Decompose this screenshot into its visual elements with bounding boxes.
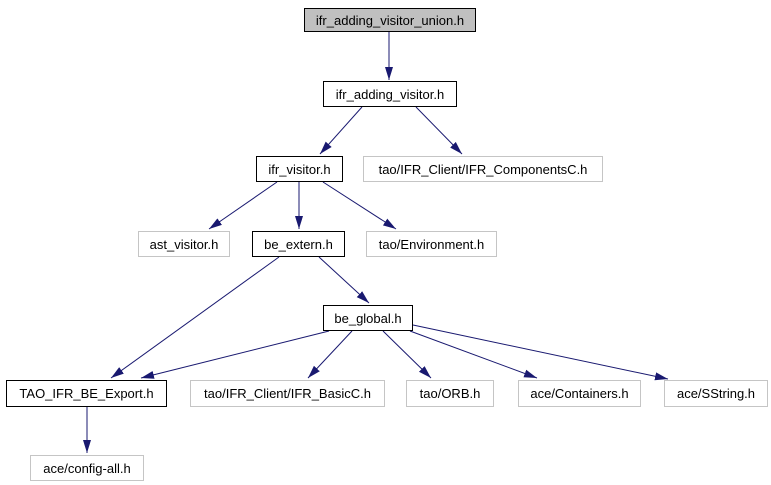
- node-label: be_global.h: [334, 310, 402, 326]
- node-label: tao/IFR_Client/IFR_ComponentsC.h: [378, 161, 588, 177]
- node-union: ifr_adding_visitor_union.h: [304, 8, 476, 32]
- node-sstring: ace/SString.h: [664, 380, 768, 407]
- edge-be_global-to-export: [140, 330, 330, 379]
- node-be_global[interactable]: be_global.h: [323, 305, 413, 331]
- edge-adding_visitor-to-components: [415, 106, 463, 155]
- node-label: ace/config-all.h: [43, 460, 131, 476]
- node-config_all: ace/config-all.h: [30, 455, 144, 481]
- edge-adding_visitor-to-ifr_visitor: [319, 106, 363, 155]
- edge-be_global-to-containers: [409, 330, 538, 379]
- node-label: be_extern.h: [264, 236, 333, 252]
- node-label: ast_visitor.h: [149, 236, 219, 252]
- node-export[interactable]: TAO_IFR_BE_Export.h: [6, 380, 167, 407]
- node-label: tao/IFR_Client/IFR_BasicC.h: [204, 386, 371, 401]
- node-ast_visitor: ast_visitor.h: [138, 231, 230, 257]
- node-orb: tao/ORB.h: [406, 380, 494, 407]
- edge-be_extern-to-be_global: [318, 256, 370, 304]
- node-ifr_visitor[interactable]: ifr_visitor.h: [256, 156, 343, 182]
- edge-be_extern-to-export: [110, 256, 280, 379]
- node-label: tao/ORB.h: [419, 386, 481, 401]
- edge-ifr_visitor-to-ast_visitor: [208, 181, 278, 230]
- edge-be_global-to-basicc: [307, 330, 353, 379]
- edge-be_global-to-orb: [382, 330, 432, 379]
- node-label: ace/SString.h: [676, 386, 756, 401]
- node-label: ace/Containers.h: [530, 386, 629, 401]
- node-label: ifr_adding_visitor.h: [335, 86, 445, 102]
- node-components: tao/IFR_Client/IFR_ComponentsC.h: [363, 156, 603, 182]
- node-be_extern[interactable]: be_extern.h: [252, 231, 345, 257]
- node-basicc: tao/IFR_Client/IFR_BasicC.h: [190, 380, 385, 407]
- node-adding_visitor[interactable]: ifr_adding_visitor.h: [323, 81, 457, 107]
- node-containers: ace/Containers.h: [518, 380, 641, 407]
- node-label: TAO_IFR_BE_Export.h: [19, 386, 154, 401]
- node-environment: tao/Environment.h: [366, 231, 497, 257]
- edge-ifr_visitor-to-environment: [322, 181, 397, 230]
- edge-be_global-to-sstring: [412, 324, 669, 381]
- node-label: tao/Environment.h: [378, 236, 485, 252]
- node-label: ifr_visitor.h: [268, 161, 331, 177]
- node-label: ifr_adding_visitor_union.h: [315, 12, 465, 28]
